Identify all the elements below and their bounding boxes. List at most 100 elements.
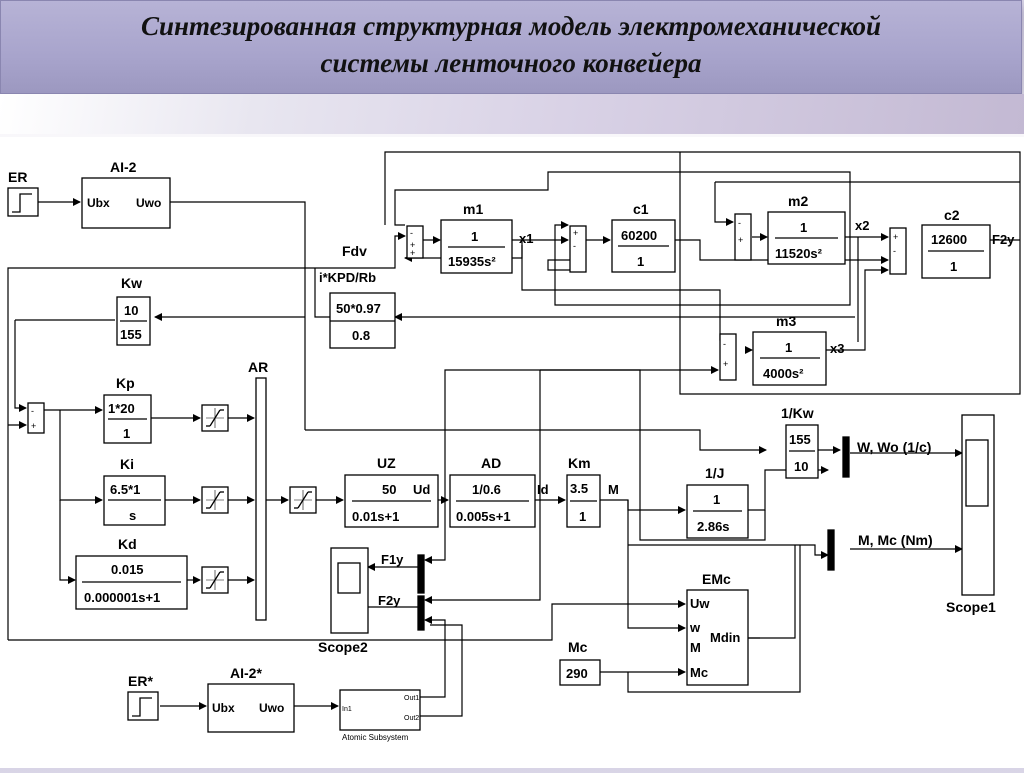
saturation-4[interactable] (289, 486, 317, 514)
mc-constant-block[interactable] (559, 659, 601, 686)
kw-name: Kw (121, 275, 142, 291)
sum-m1-plus-1: + (410, 240, 415, 250)
saturation-1[interactable] (201, 404, 229, 432)
m3-den: 4000s² (763, 366, 804, 381)
er-star-label: ER* (128, 673, 153, 689)
kp-den: 1 (123, 426, 130, 441)
sum-m3[interactable] (719, 333, 737, 381)
c2-num: 12600 (931, 232, 967, 247)
sum-m2[interactable] (734, 213, 752, 261)
kw-num: 10 (124, 303, 138, 318)
sum-m3-plus: + (723, 359, 728, 369)
mc-name: Mc (568, 639, 588, 655)
c1-den: 1 (637, 254, 644, 269)
atomic-out1: Out1 (404, 695, 419, 702)
ad-name: AD (481, 455, 501, 471)
invj-name: 1/J (705, 465, 724, 481)
id-label: Id (537, 482, 549, 497)
uz-name: UZ (377, 455, 396, 471)
diagram-canvas: ER AI-2 Ubx Uwo Fdv i*KPD/Rb 50*0.97 0.8… (7, 151, 1021, 742)
sum-c2[interactable] (889, 227, 907, 275)
kd-name: Kd (118, 536, 137, 552)
ar-sum-bar[interactable] (255, 377, 267, 621)
mux-m[interactable] (827, 529, 835, 571)
title-bar: Синтезированная структурная модель элект… (0, 0, 1022, 94)
m3-name: m3 (776, 313, 796, 329)
kd-num: 0.015 (111, 562, 144, 577)
fdv-name: Fdv (342, 243, 367, 259)
title-shadow (0, 94, 1024, 134)
emc-mc: Mc (690, 665, 708, 680)
atomic-subsystem-block[interactable] (339, 689, 421, 731)
sum-m3-minus: - (723, 339, 726, 349)
sum-m2-minus: - (738, 218, 741, 228)
slide-title-line-2: системы ленточного конвейера (320, 48, 702, 78)
scope1-label: Scope1 (946, 599, 996, 615)
sum-ar-minus: - (31, 406, 34, 416)
scope2-label: Scope2 (318, 639, 368, 655)
m2-name: m2 (788, 193, 808, 209)
step-source-er[interactable] (7, 187, 39, 217)
invkw-den: 10 (794, 459, 808, 474)
saturation-3[interactable] (201, 566, 229, 594)
ai2-star-block[interactable] (207, 683, 295, 733)
ai2-star-in: Ubx (212, 701, 235, 715)
emc-m: M (690, 640, 701, 655)
ai2-star-out: Uwo (259, 701, 284, 715)
sum-m1-minus: - (410, 228, 413, 238)
emc-uw: Uw (690, 596, 710, 611)
c1-name: c1 (633, 201, 649, 217)
sum-ar-plus: + (31, 421, 36, 431)
emc-block[interactable] (686, 589, 749, 686)
x2-label: x2 (855, 218, 869, 233)
mux-w[interactable] (842, 436, 850, 478)
f2y-out-label: F2y (992, 232, 1015, 247)
ad-den: 0.005s+1 (456, 509, 511, 524)
invj-den: 2.86s (697, 519, 730, 534)
sum-c1[interactable] (569, 225, 587, 273)
kw-den: 155 (120, 327, 142, 342)
c2-name: c2 (944, 207, 960, 223)
f2y-mux-label: F2y (378, 593, 401, 608)
km-num: 3.5 (570, 481, 588, 496)
ud-label: Ud (413, 482, 430, 497)
sum-m1[interactable] (406, 225, 424, 259)
invkw-num: 155 (789, 432, 811, 447)
ki-name: Ki (120, 456, 134, 472)
step-source-er-star[interactable] (127, 691, 159, 721)
invkw-name: 1/Kw (781, 405, 814, 421)
mux-f2y[interactable] (417, 595, 425, 631)
saturation-2[interactable] (201, 486, 229, 514)
signal-lines (7, 151, 1021, 717)
ai2-star-name: AI-2* (230, 665, 262, 681)
m2-den: 11520s² (775, 246, 823, 261)
emc-name: EMc (702, 571, 731, 587)
m1-den: 15935s² (448, 254, 496, 269)
sum-c1-minus: - (573, 241, 576, 251)
m1-name: m1 (463, 201, 483, 217)
mux-f1y[interactable] (417, 554, 425, 594)
mmc-label: M, Mc (Nm) (858, 532, 933, 548)
uz-den: 0.01s+1 (352, 509, 399, 524)
uz-num: 50 (382, 482, 396, 497)
kpd-gain-num: 50*0.97 (336, 301, 381, 316)
labels: ER AI-2 Ubx Uwo Fdv i*KPD/Rb 50*0.97 0.8… (8, 159, 1015, 742)
ai2-block[interactable] (81, 177, 171, 229)
sum-signs: - + + + - - + + - - + - + (31, 218, 898, 431)
er-label: ER (8, 169, 27, 185)
atomic-in: In1 (342, 706, 352, 713)
kpd-gain-name: i*KPD/Rb (319, 270, 376, 285)
wwo-label: W, Wo (1/c) (857, 439, 931, 455)
m-label: M (608, 482, 619, 497)
sum-m1-plus-2: + (410, 248, 415, 258)
m3-num: 1 (785, 340, 792, 355)
km-den: 1 (579, 509, 586, 524)
sum-ar[interactable] (27, 402, 45, 434)
ar-name: AR (248, 359, 268, 375)
ad-num: 1/0.6 (472, 482, 501, 497)
emc-w: w (689, 620, 701, 635)
c2-den: 1 (950, 259, 957, 274)
m1-num: 1 (471, 229, 478, 244)
kp-name: Kp (116, 375, 135, 391)
kpd-gain-den: 0.8 (352, 328, 370, 343)
